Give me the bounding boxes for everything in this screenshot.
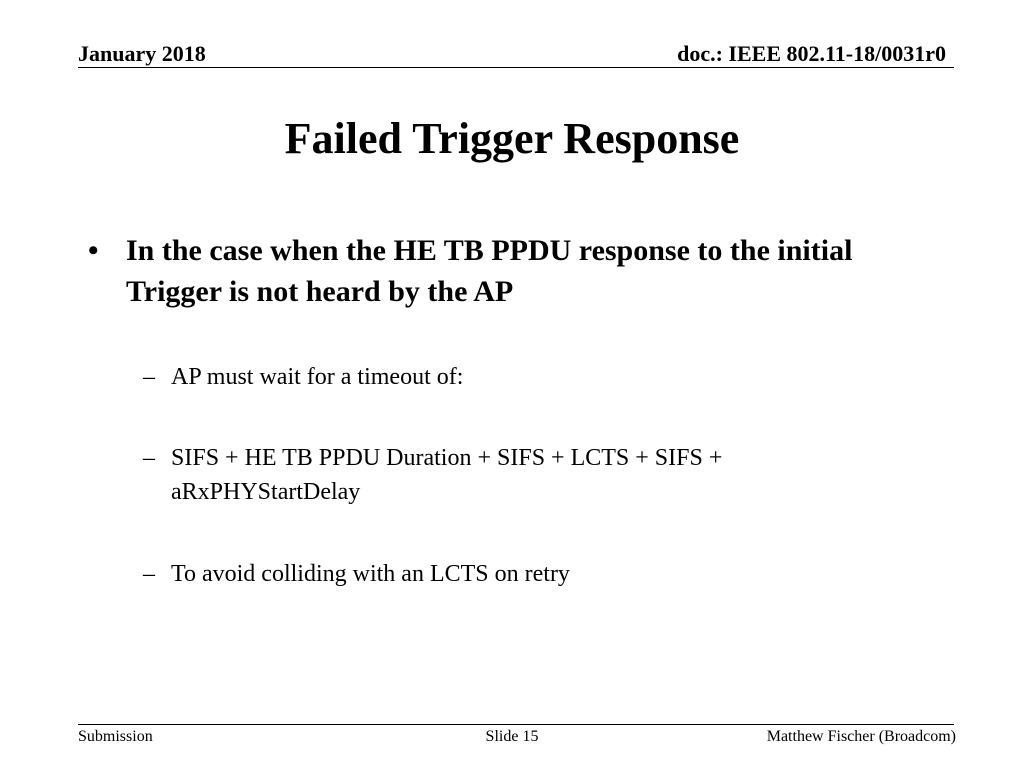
sub-bullet-text: To avoid colliding with an LCTS on retry — [171, 561, 570, 587]
sub-bullet-text: SIFS + HE TB PPDU Duration + SIFS + LCTS… — [171, 445, 723, 505]
header-doc-id: doc.: IEEE 802.11-18/0031r0 — [677, 41, 946, 66]
dash-icon: – — [143, 364, 155, 390]
bullet-text: In the case when the HE TB PPDU response… — [126, 234, 853, 308]
header-date: January 2018 — [78, 41, 206, 66]
sub-bullet-text: AP must wait for a timeout of: — [171, 364, 464, 390]
footer-author: Matthew Fischer (Broadcom) — [766, 728, 956, 745]
sub-bullet-item: – To avoid colliding with an LCTS on ret… — [143, 557, 863, 591]
footer-divider — [78, 724, 954, 725]
dash-icon: – — [143, 445, 155, 471]
header-divider — [78, 67, 954, 68]
slide-title: Failed Trigger Response — [284, 114, 740, 163]
footer-slide-number: Slide 15 — [485, 728, 539, 745]
dash-icon: – — [143, 561, 155, 587]
sub-bullet-item: – SIFS + HE TB PPDU Duration + SIFS + LC… — [143, 441, 863, 509]
bullet-item: • In the case when the HE TB PPDU respon… — [88, 230, 888, 312]
bullet-dot-icon: • — [88, 234, 99, 267]
sub-bullet-item: – AP must wait for a timeout of: — [143, 360, 863, 394]
footer-submission: Submission — [78, 728, 153, 745]
